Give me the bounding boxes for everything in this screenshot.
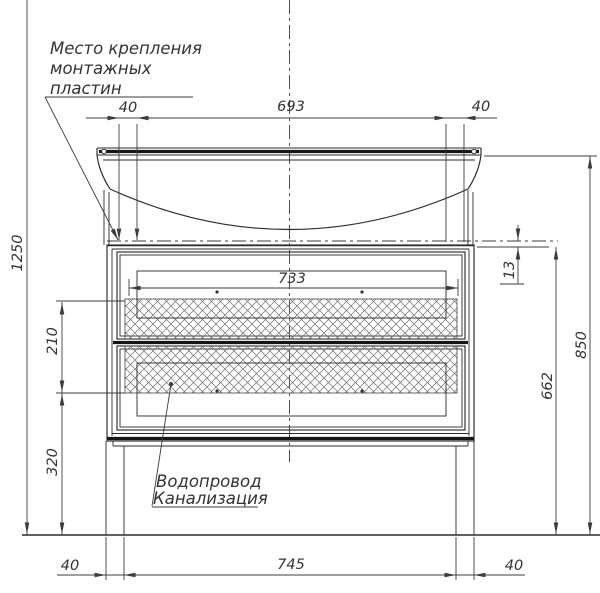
handle-hole [215,290,219,294]
dim-inner-width-label: 733 [278,271,306,287]
dim-rim-gap-label: 13 [502,261,518,279]
mounting-note-line2: монтажных [50,59,152,78]
mounting-note-line1: Место крепления [50,39,202,58]
sink-profile [96,147,482,245]
lower-drawer [116,345,466,431]
plumbing-note: Водопровод Канализация [151,382,268,508]
handle-hole [360,389,364,393]
sink-corner-right [471,148,477,155]
dim-top-left-label: 40 [119,100,137,116]
dim-top-center-label: 693 [277,99,305,115]
dimension-left: 1250 210 320 [10,0,125,535]
dimension-right: 13 662 850 [477,155,597,535]
mounting-plates-leader [44,96,119,241]
plumbing-note-line2: Канализация [153,489,268,508]
handle-hole [360,290,364,294]
mounting-plates-note: Место крепления монтажных пластин [44,39,202,241]
upper-recess [136,270,447,319]
dim-plate-bottom-label: 320 [45,448,61,476]
dim-total-height-label: 1250 [10,235,26,272]
dimension-top: 40 693 40 [86,99,497,242]
sink-bowl-curve [109,188,469,231]
dim-mount-height-label: 662 [540,372,556,400]
dimension-bottom: 40 745 40 [57,537,525,580]
mounting-note-line3: пластин [50,79,122,98]
cabinet-legs [105,441,475,535]
upper-drawer [116,251,466,340]
dimension-drawer-inner-width: 733 [128,271,459,296]
plumbing-leader [151,383,172,507]
dim-bottom-left-label: 40 [61,558,79,574]
dim-bottom-right-label: 40 [505,558,523,574]
mounting-plate-upper [124,298,458,340]
mounting-plate-lower [124,345,458,394]
handle-hole [215,389,219,393]
dim-bottom-center-label: 745 [277,557,305,573]
lower-recess [136,362,447,417]
dim-top-right-label: 40 [472,99,490,115]
plumbing-note-line1: Водопровод [156,472,262,491]
dim-worktop-height-label: 850 [574,331,590,359]
dim-plate-spacing-label: 210 [45,327,61,355]
sink-corner-left [101,148,107,155]
cabinet-outline [106,244,475,447]
